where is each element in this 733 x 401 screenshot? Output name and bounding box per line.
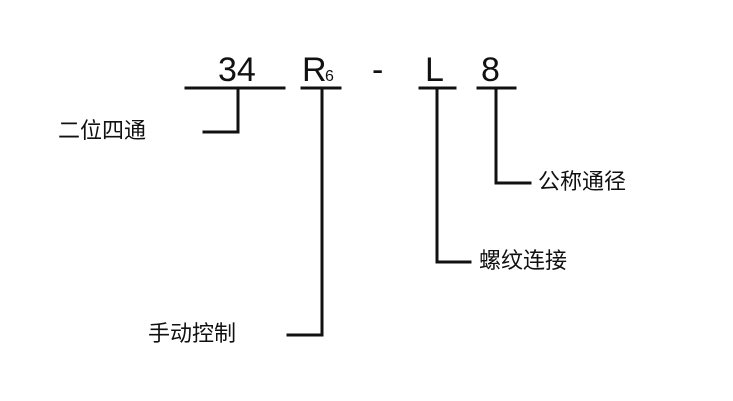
leader-operation	[286, 86, 324, 337]
leader-connection	[435, 86, 472, 264]
code-operation-subscript: 6	[325, 68, 334, 85]
code-series: 34	[218, 51, 256, 89]
leader-nominal-size	[494, 86, 532, 185]
code-nominal-size: 8	[481, 51, 500, 89]
code-connection-letter: L	[425, 51, 444, 89]
label-connection: 螺纹连接	[479, 249, 568, 274]
label-nominal-size: 公称通径	[538, 170, 627, 195]
label-series: 二位四通	[58, 119, 147, 144]
code-dash: -	[372, 51, 384, 89]
label-operation: 手动控制	[148, 322, 237, 347]
code-operation-letter: R	[302, 51, 327, 89]
leader-series	[202, 86, 240, 134]
